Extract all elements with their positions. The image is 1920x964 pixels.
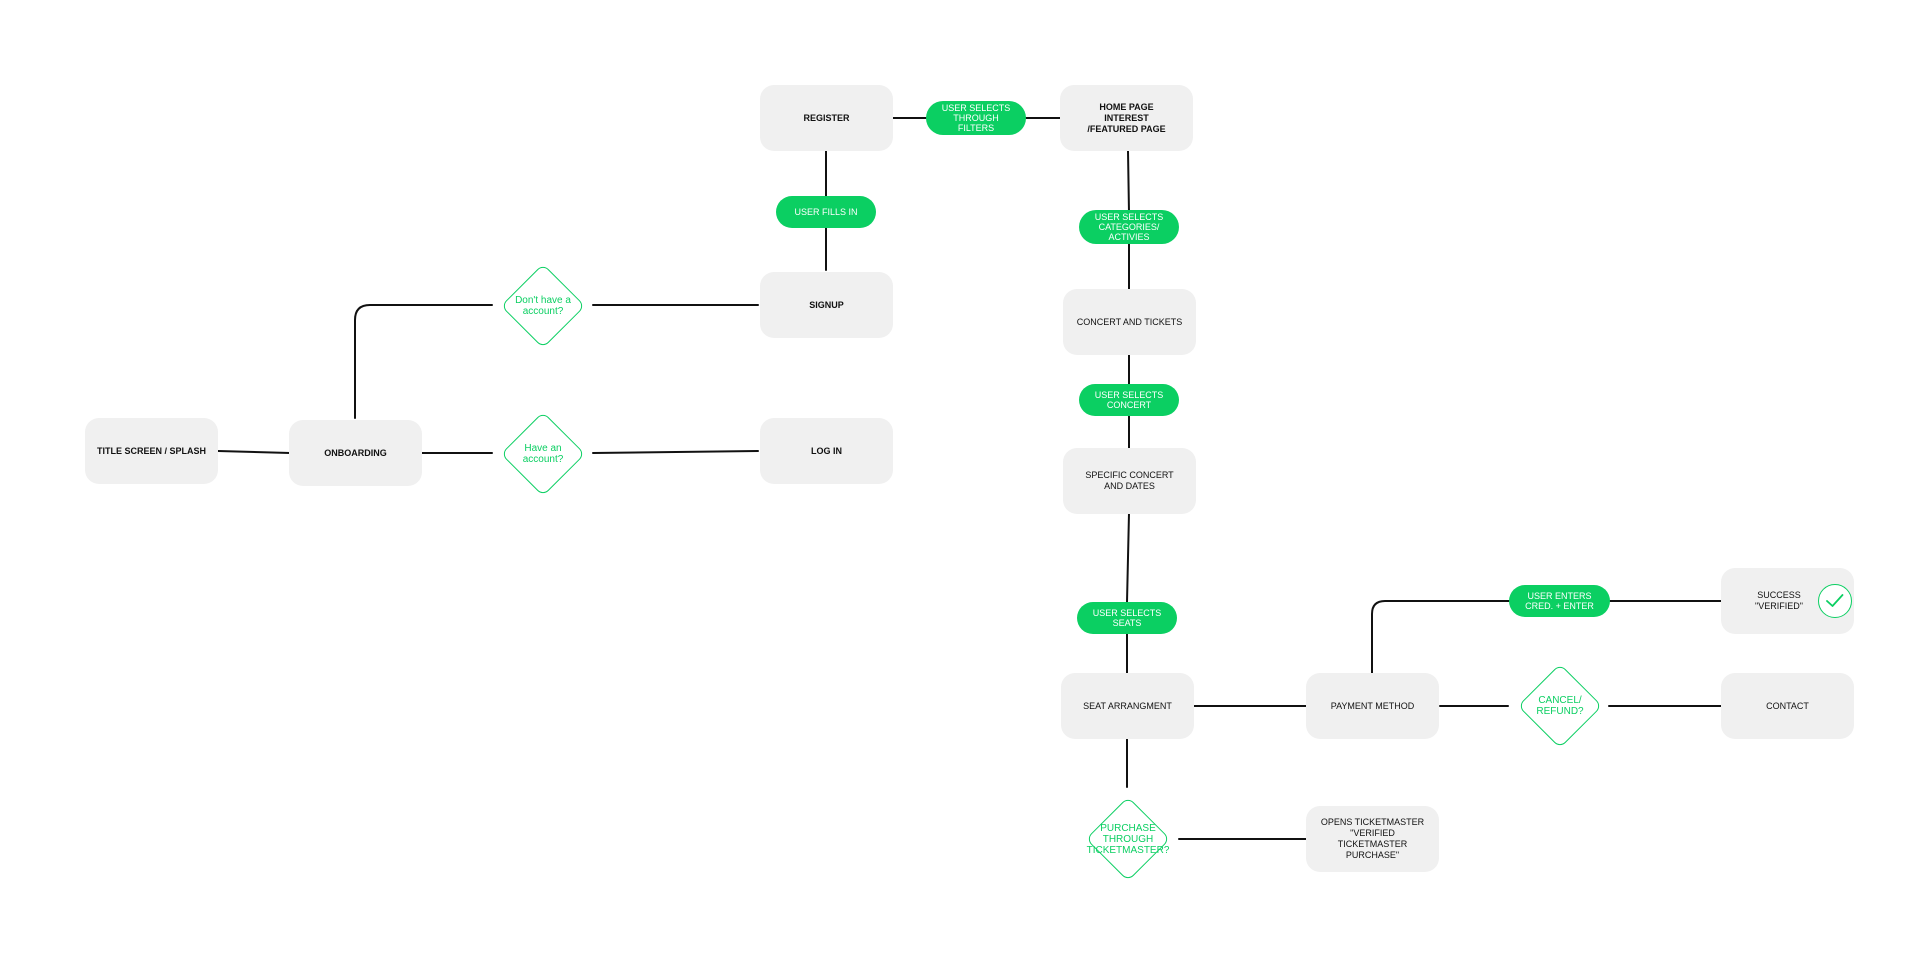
check-circle-icon — [1818, 584, 1852, 618]
contact-node[interactable]: CONTACT — [1721, 673, 1854, 739]
connector — [1127, 150, 1130, 214]
decision-ticketmaster[interactable]: PURCHASE THROUGH TICKETMASTER? — [1076, 787, 1180, 891]
action-selects-categories[interactable]: USER SELECTS CATEGORIES/ ACTIVIES — [1079, 210, 1179, 244]
register-node[interactable]: REGISTER — [760, 85, 893, 151]
payment-method-node[interactable]: PAYMENT METHOD — [1306, 673, 1439, 739]
action-fills-in[interactable]: USER FILLS IN — [776, 196, 876, 228]
connector — [354, 304, 493, 419]
onboarding-node[interactable]: ONBOARDING — [289, 420, 422, 486]
decision-have-account[interactable]: Have an account? — [491, 402, 595, 506]
connector — [592, 450, 759, 454]
log-in-node[interactable]: LOG IN — [760, 418, 893, 484]
specific-concert-node[interactable]: SPECIFIC CONCERT AND DATES — [1063, 448, 1196, 514]
decision-no-account[interactable]: Don't have a account? — [491, 254, 595, 358]
home-page-node[interactable]: HOME PAGE INTEREST /FEATURED PAGE — [1060, 85, 1193, 151]
signup-node[interactable]: SIGNUP — [760, 272, 893, 338]
action-selects-concert[interactable]: USER SELECTS CONCERT — [1079, 384, 1179, 416]
action-selects-filters[interactable]: USER SELECTS THROUGH FILTERS — [926, 101, 1026, 135]
title-screen-node[interactable]: TITLE SCREEN / SPLASH — [85, 418, 218, 484]
connector — [217, 450, 291, 454]
connector — [1371, 600, 1510, 674]
concert-and-tickets-node[interactable]: CONCERT AND TICKETS — [1063, 289, 1196, 355]
decision-cancel-refund[interactable]: CANCEL/ REFUND? — [1508, 654, 1612, 758]
seat-arrangement-node[interactable]: SEAT ARRANGMENT — [1061, 673, 1194, 739]
action-enters-cred[interactable]: USER ENTERS CRED. + ENTER — [1509, 585, 1610, 617]
opens-ticketmaster-node[interactable]: OPENS TICKETMASTER "VERIFIED TICKETMASTE… — [1306, 806, 1439, 872]
connector — [1126, 512, 1130, 603]
action-selects-seats[interactable]: USER SELECTS SEATS — [1077, 602, 1177, 634]
